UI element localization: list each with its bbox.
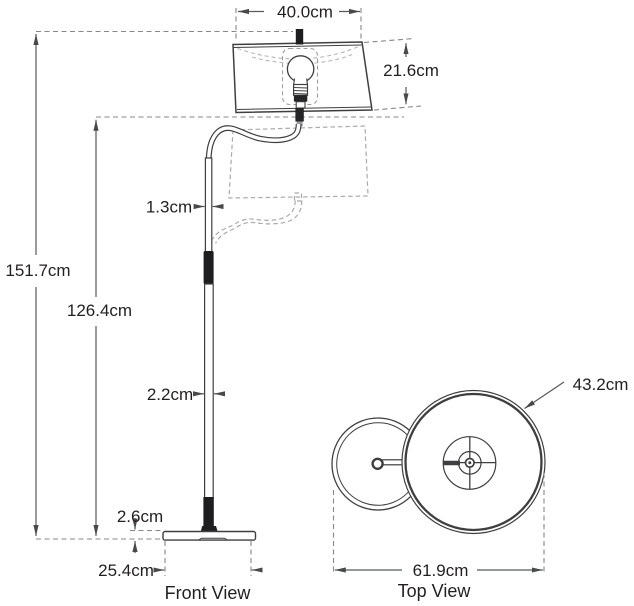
pole-bottom-collar bbox=[203, 497, 214, 531]
extension-lines bbox=[36, 8, 422, 576]
dim-shade-diameter-label: 43.2cm bbox=[573, 375, 629, 394]
light-bulb bbox=[286, 55, 315, 109]
dim-shade-diameter-leader bbox=[524, 381, 565, 409]
dim-base-width-label: 25.4cm bbox=[98, 561, 154, 580]
bulb-globe bbox=[286, 55, 315, 83]
socket-neck bbox=[295, 101, 306, 109]
ghost-arm-edge-bottom bbox=[215, 200, 303, 244]
pole-and-base bbox=[162, 157, 257, 541]
pole-bottom-flare bbox=[200, 526, 218, 532]
lower-pole bbox=[204, 283, 214, 499]
shade-height-extension-top bbox=[363, 37, 415, 44]
shade-inner-seam-curve-2 bbox=[251, 53, 353, 65]
shade-top-inner-edge bbox=[232, 44, 362, 48]
bulb-neck bbox=[293, 78, 309, 86]
ghost-shade-position bbox=[211, 125, 369, 244]
top-view-label: Top View bbox=[398, 581, 472, 601]
dim-shade-width-label: 40.0cm bbox=[277, 3, 333, 22]
socket-ring bbox=[293, 95, 308, 102]
dim-arm-height-label: 126.4cm bbox=[67, 301, 132, 320]
top-finial-dot bbox=[468, 461, 472, 465]
arm-tube-fill bbox=[206, 123, 301, 164]
screw-ridge bbox=[293, 90, 308, 92]
arm-assembly bbox=[205, 108, 304, 164]
upper-pole bbox=[204, 157, 213, 253]
pole-adjustment-knob bbox=[203, 251, 214, 284]
finial bbox=[295, 29, 304, 45]
top-view-drawing bbox=[331, 389, 546, 535]
socket-stem bbox=[295, 108, 304, 122]
top-pole-knob bbox=[371, 457, 384, 470]
dim-base-height-label: 2.6cm bbox=[117, 507, 163, 526]
shade-height-extension-bottom bbox=[373, 105, 422, 111]
ghost-socket bbox=[293, 192, 303, 202]
dim-upper-pole-label: 1.3cm bbox=[146, 198, 192, 217]
top-arm bbox=[380, 459, 404, 466]
top-socket-circle bbox=[457, 450, 482, 475]
diffuser-dashed-outline bbox=[281, 47, 319, 106]
screw-ridge bbox=[293, 93, 308, 95]
dim-lower-pole-label: 2.2cm bbox=[147, 385, 193, 404]
ghost-shade-outline bbox=[228, 125, 369, 199]
dim-overall-depth-label: 61.9cm bbox=[413, 561, 469, 580]
dim-total-height-label: 151.7cm bbox=[5, 261, 70, 280]
top-dimension-lines bbox=[332, 381, 565, 574]
ghost-arm-edge-top bbox=[211, 200, 296, 240]
base-plate bbox=[162, 530, 257, 541]
dim-shade-height-label: 21.6cm bbox=[383, 61, 439, 80]
front-dimension-lines bbox=[33, 8, 409, 573]
base-notch bbox=[198, 537, 228, 541]
front-view-label: Front View bbox=[165, 583, 252, 603]
screw-ridge bbox=[293, 87, 308, 89]
